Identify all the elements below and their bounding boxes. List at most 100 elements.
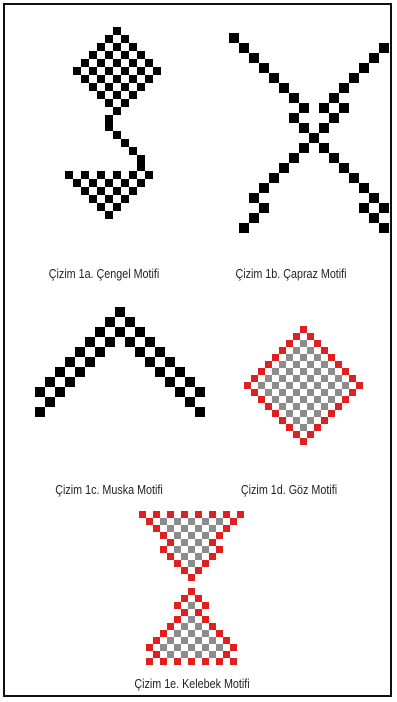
motif-cell [286,368,293,375]
motif-cell [293,424,300,431]
motif-cell [272,354,279,361]
motif-cell [129,59,137,67]
motif-cell [314,396,321,403]
motif-cell [181,651,188,658]
motif-cell [339,163,349,173]
motif-cell [339,103,349,113]
motif-cell [55,387,65,397]
motif-cell [258,375,265,382]
motif-cell [314,382,321,389]
motif-cell [307,403,314,410]
motif-cell [321,361,328,368]
motif-cell [188,560,195,567]
motif-cell [75,367,85,377]
caption-capraz: Çizim 1b. Çapraz Motifi [235,267,346,281]
motif-cell [307,375,314,382]
goz-motif [237,319,377,459]
motif-cell [167,539,174,546]
motif-cell [85,357,95,367]
motif-cell [314,347,321,354]
motif-cell [167,525,174,532]
motif-cell [195,407,205,417]
motif-cell [113,75,121,83]
motif-cell [269,173,279,183]
motif-cell [145,75,153,83]
motif-cell [174,539,181,546]
motif-cell [181,553,188,560]
motif-cell [251,375,258,382]
motif-cell [175,367,185,377]
motif-cell [307,340,314,347]
motif-cell [181,539,188,546]
motif-cell [314,354,321,361]
motif-cell [121,83,129,91]
motif-cell [160,658,167,665]
motif-cell [174,644,181,651]
motif-cell [160,525,167,532]
motif-cell [307,417,314,424]
motif-cell [165,357,175,367]
motif-cell [307,424,314,431]
motif-cell [181,630,188,637]
motif-cell [259,63,269,73]
motif-cell [293,417,300,424]
motif-cell [300,389,307,396]
motif-cell [202,602,209,609]
motif-cell [202,637,209,644]
motif-cell [175,387,185,397]
motif-cell [89,195,97,203]
motif-cell [272,396,279,403]
motif-cell [249,193,259,203]
motif-cell [137,83,145,91]
motif-cell [167,637,174,644]
motif-cell [146,644,153,651]
motif-cell [286,347,293,354]
motif-cell [45,377,55,387]
motif-cell [265,361,272,368]
motif-cell [188,518,195,525]
motif-cell [307,361,314,368]
motif-cell [319,123,329,133]
motif-cell [209,532,216,539]
motif-cell [188,553,195,560]
motif-cell [105,99,113,107]
motif-cell [174,518,181,525]
motif-cell [265,375,272,382]
motif-cell [174,637,181,644]
motif-cell [129,43,137,51]
motif-cell [65,357,75,367]
motif-cell [279,396,286,403]
motif-cell [230,658,237,665]
motif-cell [188,637,195,644]
muska-motif [35,307,205,447]
motif-cell [195,532,202,539]
motif-cell [202,658,209,665]
caption-cengel: Çizim 1a. Çengel Motifi [49,267,160,281]
motif-cell [265,389,272,396]
motif-cell [293,410,300,417]
motif-cell [121,179,129,187]
motif-cell [300,438,307,445]
motif-cell [307,382,314,389]
motif-cell [335,368,342,375]
motif-cell [299,143,309,153]
motif-cell [160,630,167,637]
motif-cell [216,651,223,658]
motif-cell [299,103,309,113]
motif-cell [113,59,121,67]
motif-cell [137,155,145,163]
motif-cell [81,75,89,83]
motif-cell [265,368,272,375]
motif-cell [329,93,339,103]
motif-cell [251,382,258,389]
motif-cell [289,153,299,163]
motif-cell [89,83,97,91]
motif-cell [73,67,81,75]
motif-cell [223,637,230,644]
motif-cell [328,361,335,368]
motif-cell [167,651,174,658]
motif-cell [216,518,223,525]
motif-cell [237,511,244,518]
motif-cell [223,525,230,532]
motif-cell [307,333,314,340]
